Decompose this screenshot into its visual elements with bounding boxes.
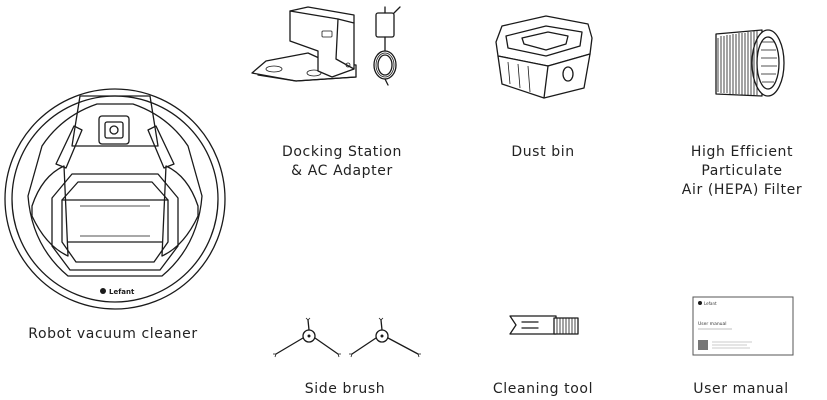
logo-text: Lefant <box>109 288 135 296</box>
hepa-filter-illustration <box>706 28 788 100</box>
manual-title: User manual <box>698 321 727 327</box>
caption-cleaning-tool: Cleaning tool <box>492 381 594 397</box>
dust-bin-illustration <box>492 14 596 102</box>
caption-user-manual: User manual <box>693 381 789 397</box>
caption-docking-station: Docking Station & AC Adapter <box>281 144 403 179</box>
manual-logo-text: Lefant <box>704 301 717 306</box>
caption-robot-vacuum: Robot vacuum cleaner <box>28 326 198 342</box>
side-brush-illustration <box>272 317 422 360</box>
docking-station-illustration <box>248 5 408 87</box>
cleaning-tool-illustration <box>508 312 580 338</box>
caption-side-brush: Side brush <box>304 381 386 397</box>
caption-dust-bin: Dust bin <box>511 144 575 160</box>
robot-vacuum-illustration: Lefant <box>2 86 228 312</box>
user-manual-illustration: Lefant User manual <box>692 296 794 356</box>
caption-hepa-filter: High Efficient Particulate Air (HEPA) Fi… <box>681 144 803 198</box>
